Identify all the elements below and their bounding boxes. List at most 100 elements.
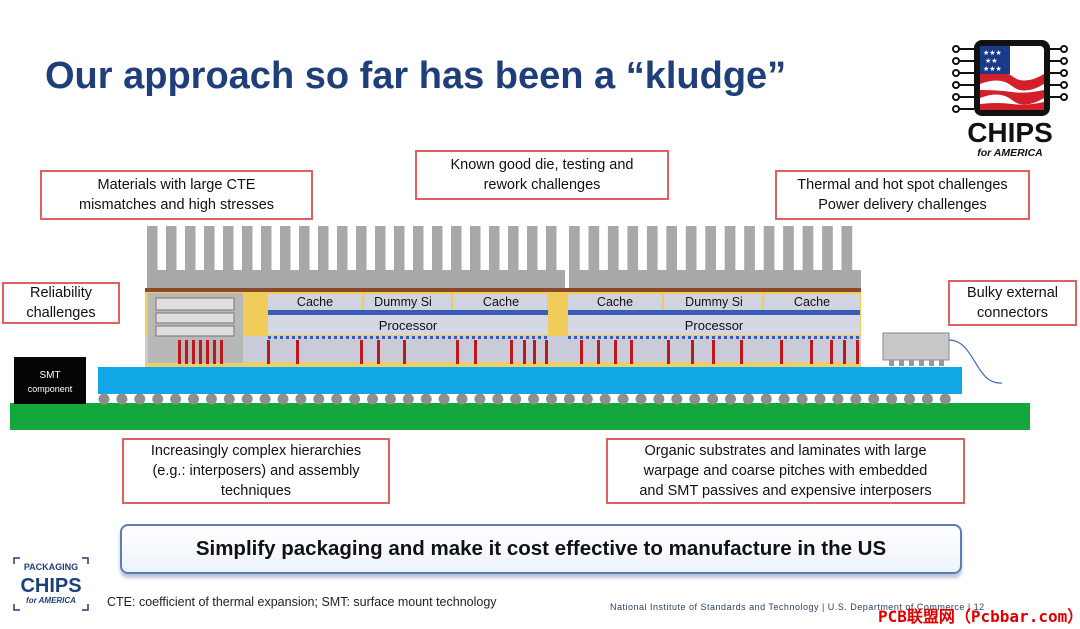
heat-sink-fin [147,226,158,272]
via [545,340,548,364]
microbump [334,336,337,339]
microbump [460,336,463,339]
microbump [784,336,787,339]
via [403,340,406,364]
solder-ball [832,393,844,405]
microbump [832,336,835,339]
microbump [382,336,385,339]
microbump [496,336,499,339]
via [691,340,694,364]
heat-sink-base [147,270,565,288]
via [630,340,633,364]
microbump [712,336,715,339]
heat-sink-fin [375,226,386,272]
microbump [658,336,661,339]
microbump [400,336,403,339]
solder-ball [904,393,915,405]
solder-ball [277,393,289,405]
right-cache-2-label: Cache [794,295,830,309]
microbump [760,336,763,339]
microbump [358,336,361,339]
microbump [478,336,481,339]
microbump [814,336,817,339]
microbump [598,336,601,339]
heat-sink-fin [280,226,291,272]
solder-ball [939,393,951,405]
via [206,340,209,364]
microbump [592,336,595,339]
microbump [466,336,469,339]
callout-organic-line1: Organic substrates and laminates with la… [644,443,927,459]
solder-ball [152,393,164,405]
via [178,340,181,364]
callout-hierarchies-line1: Increasingly complex hierarchies [150,443,362,459]
microbump [316,336,319,339]
microbump [844,336,847,339]
heat-sink-fin [646,226,658,272]
summary-banner: Simplify packaging and make it cost effe… [120,524,962,574]
callout-bulky-line2: connectors [977,305,1048,321]
logo-small-top: PACKAGING [24,562,78,572]
circuit-board [10,403,1030,430]
callout-materials: Materials with large CTE mismatches and … [40,170,313,220]
callout-thermal: Thermal and hot spot challenges Power de… [775,170,1030,220]
solder-ball [599,393,611,405]
microbump [370,336,373,339]
heat-sink-fin [242,226,253,272]
microbump [682,336,685,339]
microbump [850,336,853,339]
logo-small-word: CHIPS [20,575,81,597]
right-dummy-label: Dummy Si [685,295,743,309]
via [830,340,833,364]
microbump [736,336,739,339]
solder-ball [546,393,557,405]
microbump [688,336,691,339]
solder-ball [438,393,450,405]
watermark: PCB联盟网（Pcbbar.com） [878,607,1080,626]
solder-ball [707,393,719,405]
heat-sink-fin [744,226,755,272]
microbump [586,336,589,339]
solder-ball [581,393,593,405]
right-cache-2 [764,294,860,310]
right-cache-1-label: Cache [597,295,633,309]
microbump [700,336,703,339]
left-dummy-si [364,294,451,310]
microbump [664,336,667,339]
logo-small-sub: for AMERICA [26,596,76,605]
left-cache-1 [268,294,362,310]
solder-ball [671,393,683,405]
solder-ball [868,393,880,405]
solder-ball [456,393,468,405]
microbump [424,336,427,339]
microbump [670,336,673,339]
microbump [568,336,571,339]
callout-thermal-line2: Power delivery challenges [818,197,987,213]
via [474,340,477,364]
packaging-chips-logo: PACKAGING CHIPS for AMERICA [13,557,89,611]
package-substrate [98,367,962,394]
microbump [604,336,607,339]
heat-sink-base [569,270,861,288]
logo-word: CHIPS [967,117,1053,148]
heat-sink-fin [261,226,272,272]
microbump [418,336,421,339]
via [192,340,195,364]
microbump [754,336,757,339]
heat-sink-fin [763,226,775,272]
heat-sink-fin [724,226,736,272]
via [856,340,859,364]
microbump [328,336,331,339]
microbump [292,336,295,339]
via [213,340,216,364]
callout-thermal-line1: Thermal and hot spot challenges [797,177,1008,193]
via [523,340,526,364]
left-dummy-label: Dummy Si [374,295,432,309]
heat-sinks [147,226,861,288]
solder-ball [653,393,665,405]
microbump [856,336,859,339]
solder-ball [850,393,862,405]
logo-subtitle: for AMERICA [977,147,1043,159]
via [614,340,617,364]
chips-for-america-logo: ★★★★★★★★ CHIPS for AMERICA [952,40,1068,159]
